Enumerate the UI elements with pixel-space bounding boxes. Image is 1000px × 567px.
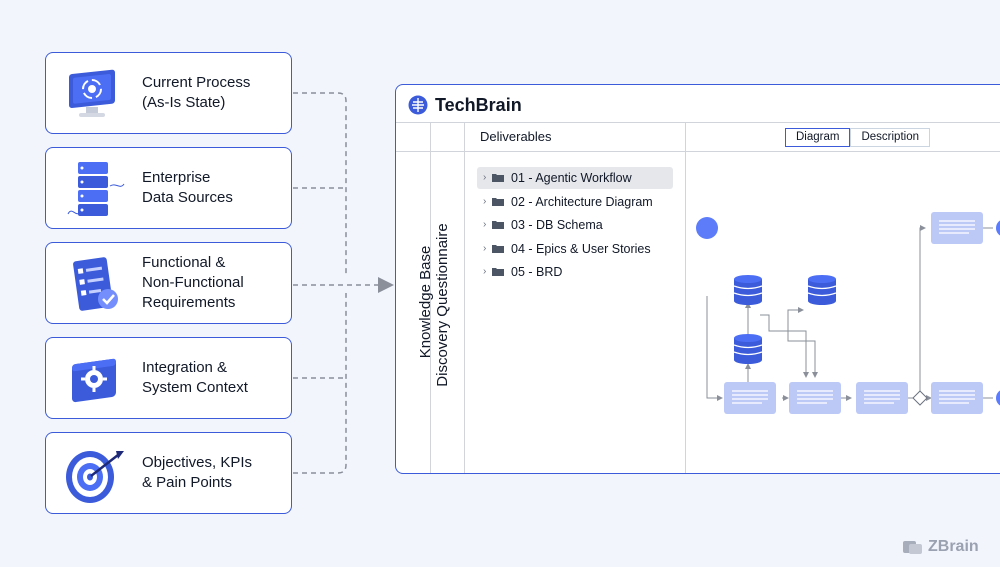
view-tabs: Diagram Description	[785, 128, 930, 147]
database-icon	[733, 274, 763, 306]
input-card-objectives: Objectives, KPIs & Pain Points	[45, 432, 292, 514]
decision-node	[912, 390, 928, 406]
process-node	[855, 381, 909, 415]
connector-current-process	[293, 92, 347, 277]
folder-icon	[492, 244, 504, 253]
deliverable-label: 04 - Epics & User Stories	[511, 241, 651, 256]
label-line: & Pain Points	[142, 474, 233, 491]
deliverable-label: 03 - DB Schema	[511, 218, 603, 232]
folder-icon	[492, 221, 504, 229]
list-item[interactable]: › 01 - Agentic Workflow	[477, 167, 673, 189]
process-node	[930, 381, 984, 415]
brain-logo-icon	[408, 95, 428, 115]
list-item[interactable]: › 04 - Epics & User Stories	[477, 238, 673, 260]
chevron-right-icon: ›	[483, 195, 487, 207]
workflow-diagram[interactable]	[687, 153, 1000, 474]
process-node	[788, 381, 842, 415]
settings-window-icon	[72, 358, 116, 403]
database-icon	[807, 274, 837, 306]
column-divider-3	[685, 122, 686, 473]
deliverable-label: 05 - BRD	[511, 265, 563, 279]
end-node	[996, 390, 1000, 406]
deliverable-label: 02 - Architecture Diagram	[511, 194, 653, 209]
zbrain-watermark: ZBrain	[903, 538, 979, 556]
deliverables-list: › 01 - Agentic Workflow › 02 - Architect…	[477, 167, 673, 285]
techbrain-panel: TechBrain Knowledge Base Discovery Quest…	[395, 84, 1000, 474]
discovery-questionnaire-label[interactable]: Discovery Questionnaire	[434, 223, 451, 387]
list-item[interactable]: › 05 - BRD	[477, 261, 673, 283]
tab-description[interactable]: Description	[850, 128, 930, 147]
tab-diagram[interactable]: Diagram	[785, 128, 851, 147]
brand-name: TechBrain	[435, 94, 522, 115]
edge	[706, 296, 723, 401]
deliverable-label: 01 - Agentic Workflow	[511, 171, 632, 185]
target-icon	[66, 451, 124, 503]
input-card-requirements: Functional & Non-Functional Requirements	[45, 242, 292, 324]
edge	[787, 323, 818, 378]
process-node	[723, 381, 777, 415]
watermark-text: ZBrain	[928, 538, 979, 555]
edge	[760, 314, 809, 378]
server-rack-icon	[67, 162, 125, 216]
label-line: (As-Is State)	[142, 94, 226, 111]
process-node	[930, 211, 984, 245]
edge	[787, 307, 804, 323]
label-line: Functional &	[142, 254, 226, 271]
label-line: Objectives, KPIs	[142, 454, 253, 471]
input-card-label: Integration & System Context	[142, 338, 283, 418]
zbrain-logo-icon	[903, 541, 922, 554]
label-line: Current Process	[142, 74, 251, 91]
edge	[919, 225, 926, 391]
label-line: Non-Functional	[142, 274, 244, 291]
arrow-head	[378, 277, 394, 293]
chevron-right-icon: ›	[483, 266, 487, 277]
label-line: Requirements	[142, 294, 236, 311]
label-line: Data Sources	[142, 189, 233, 206]
column-divider-2	[464, 122, 465, 473]
column-divider-1	[430, 122, 431, 473]
input-card-label: Enterprise Data Sources	[142, 148, 283, 228]
label-line: Enterprise	[142, 169, 211, 186]
chevron-right-icon: ›	[483, 219, 487, 230]
label-line: Integration &	[142, 359, 228, 376]
list-item[interactable]: › 03 - DB Schema	[477, 214, 673, 236]
chevron-right-icon: ›	[483, 172, 487, 183]
list-item[interactable]: › 02 - Architecture Diagram	[477, 191, 673, 213]
database-icon	[733, 333, 763, 365]
input-card-integration: Integration & System Context	[45, 337, 292, 419]
chevron-right-icon: ›	[483, 242, 487, 254]
input-card-enterprise-data: Enterprise Data Sources	[45, 147, 292, 229]
checklist-icon	[73, 257, 118, 311]
folder-icon	[492, 268, 504, 276]
input-card-current-process: Current Process (As-Is State)	[45, 52, 292, 134]
column-header-divider	[396, 151, 1000, 152]
start-node	[696, 217, 718, 239]
header-divider	[396, 122, 1000, 123]
brand: TechBrain	[408, 93, 522, 117]
input-card-label: Objectives, KPIs & Pain Points	[142, 433, 283, 513]
folder-icon	[492, 197, 504, 206]
input-card-label: Functional & Non-Functional Requirements	[142, 243, 283, 323]
folder-icon	[492, 174, 504, 182]
input-card-label: Current Process (As-Is State)	[142, 53, 283, 133]
connector-objectives	[293, 293, 347, 474]
monitor-gear-icon	[69, 69, 115, 117]
end-node	[996, 220, 1000, 236]
deliverables-header: Deliverables	[480, 129, 552, 144]
label-line: System Context	[142, 379, 248, 396]
